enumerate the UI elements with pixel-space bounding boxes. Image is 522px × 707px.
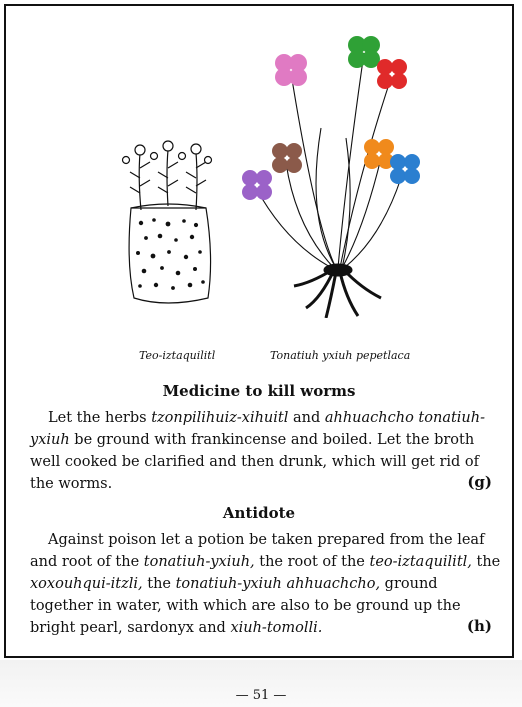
herb-illustration xyxy=(121,36,420,318)
herb-name: xiuh-tomolli. xyxy=(230,620,323,636)
text-segment: Against poison let a potion be taken pre… xyxy=(30,532,485,570)
herb-name: teo-iztaquilitl, xyxy=(369,554,472,570)
teo-iztaquilitl-plant xyxy=(121,140,213,304)
herb-name: tonatiuh-yxiuh, xyxy=(143,554,255,570)
text-segment: ground together in water, with which are… xyxy=(30,576,461,636)
text-segment: the xyxy=(142,576,176,592)
text-segment: Let the herbs xyxy=(48,410,152,426)
text-segment: the xyxy=(471,554,501,570)
herb-name: xoxouhqui-itzli, xyxy=(30,576,143,592)
herb-name: tonatiuh-yxiuh ahhuachcho, xyxy=(175,576,381,592)
caption-tonatiuh-yxiuh: Tonatiuh yxiuh pepetlaca xyxy=(270,349,411,362)
paragraph-antidote: Against poison let a potion be taken pre… xyxy=(30,529,503,639)
text-segment: and xyxy=(288,410,325,426)
paragraph-worms: Let the herbs tzonpilihuiz-xihuitl and a… xyxy=(30,407,503,495)
page-frame: Teo-iztaquilitl Tonatiuh yxiuh pepetlaca… xyxy=(4,4,514,658)
flower-blue xyxy=(390,154,420,184)
caption-teo-iztaquilitl: Teo-iztaquilitl xyxy=(139,349,216,362)
flower-green xyxy=(348,36,380,68)
flower-brown xyxy=(272,143,302,173)
herb-name: tzonpilihuiz-xihuitl xyxy=(151,410,289,426)
marker-g: (g) xyxy=(467,473,492,491)
tonatiuh-yxiuh-plant xyxy=(255,52,402,318)
heading-antidote: Antidote xyxy=(222,504,296,522)
page-number: — 51 — xyxy=(235,688,287,703)
text-segment: be ground with frankincense and boiled. … xyxy=(30,432,480,492)
text-segment: the root of the xyxy=(254,554,370,570)
flower-orange xyxy=(364,139,394,169)
page-footer-area xyxy=(0,660,522,707)
marker-h: (h) xyxy=(466,617,492,635)
flowers xyxy=(242,36,420,200)
flower-pink xyxy=(275,54,307,86)
flower-red xyxy=(377,59,407,89)
herb-name: ahhuachcho tonatiuh-yxiuh xyxy=(30,410,486,448)
heading-medicine-worms: Medicine to kill worms xyxy=(162,382,356,400)
flower-purple xyxy=(242,170,272,200)
